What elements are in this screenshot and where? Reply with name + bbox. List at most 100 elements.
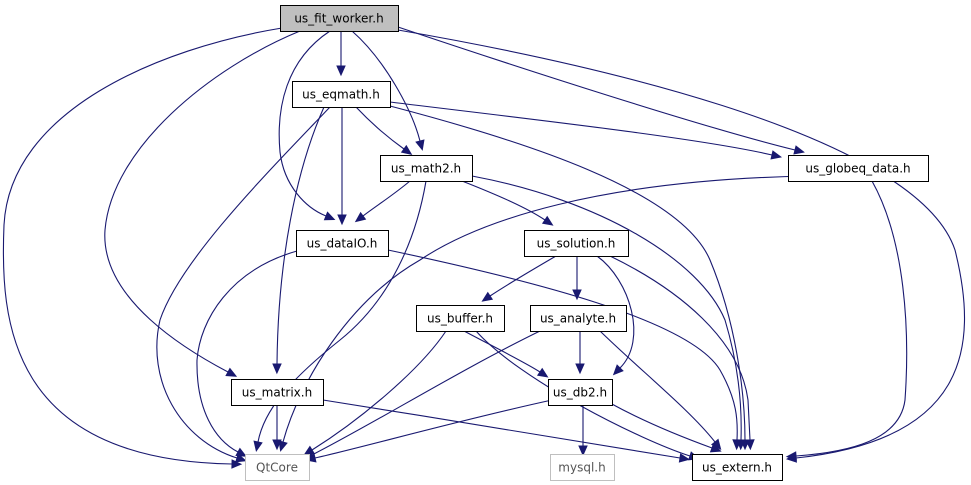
edge-us_db2-to-us_extern	[609, 402, 722, 453]
node-box	[524, 230, 629, 257]
arrowhead	[400, 144, 413, 156]
edge-line	[257, 180, 427, 443]
edge-us_analyte-to-us_db2	[575, 331, 585, 375]
edge-us_eqmath-to-us_matrix	[272, 106, 325, 375]
node-label: us_math2.h	[391, 162, 461, 176]
arrowhead	[253, 440, 263, 453]
node-us-math2[interactable]: us_math2.h	[380, 155, 473, 182]
edge-line	[609, 255, 751, 441]
node-box	[788, 155, 929, 182]
edge-us_fit_worker-to-us_globeq_data	[397, 26, 805, 155]
edge-line	[489, 255, 557, 297]
edge-us_matrix-to-QtCore	[272, 405, 282, 451]
node-us-db2[interactable]: us_db2.h	[548, 379, 613, 406]
node-label: us_dataIO.h	[307, 237, 378, 251]
edge-line	[389, 101, 773, 156]
edge-line	[795, 180, 908, 457]
node-box	[296, 230, 389, 257]
node-us-eqmath[interactable]: us_eqmath.h	[292, 81, 391, 108]
node-us-fit-worker[interactable]: us_fit_worker.h	[280, 5, 399, 32]
edge-line	[104, 30, 301, 373]
arrowhead	[415, 139, 425, 151]
edge-us_fit_worker-to-us_eqmath	[336, 31, 346, 77]
edge-line	[196, 250, 298, 453]
node-box	[692, 454, 783, 481]
node-label: us_extern.h	[702, 461, 772, 475]
arrowhead	[578, 445, 588, 457]
arrowhead	[225, 367, 238, 377]
node-us-globeq-data[interactable]: us_globeq_data.h	[788, 155, 929, 182]
arrowhead	[678, 453, 691, 463]
edge-line	[609, 402, 713, 449]
node-us-matrix[interactable]: us_matrix.h	[231, 379, 324, 406]
edge-line	[322, 399, 681, 459]
arrowhead	[272, 439, 282, 451]
edge-line	[311, 330, 447, 451]
edge-line	[314, 399, 553, 459]
edge-line	[461, 180, 546, 221]
node-box	[380, 155, 473, 182]
arrowhead	[732, 439, 742, 451]
edge-us_fit_worker-to-us_dataIO	[278, 30, 336, 221]
node-label: us_matrix.h	[242, 386, 312, 400]
arrowhead	[575, 363, 585, 375]
node-box	[416, 305, 505, 332]
edge-us_math2-to-QtCore	[253, 180, 427, 453]
node-label: us_db2.h	[553, 386, 607, 400]
edge-us_fit_worker-to-us_extern	[397, 29, 966, 463]
edge-us_globeq_data-to-QtCore	[278, 175, 809, 452]
edge-us_eqmath-to-us_math2	[355, 106, 413, 156]
node-us-solution[interactable]: us_solution.h	[524, 230, 629, 257]
arrowhead	[272, 363, 282, 375]
node-label: us_solution.h	[537, 237, 616, 251]
node-us-extern[interactable]: us_extern.h	[692, 454, 783, 481]
arrowhead	[336, 65, 346, 77]
arrowhead	[278, 440, 288, 452]
arrowhead	[709, 443, 722, 453]
arrowhead	[323, 211, 336, 221]
node-us-dataIO[interactable]: us_dataIO.h	[296, 230, 389, 257]
edge-us_analyte-to-us_extern	[599, 330, 722, 451]
arrowhead	[354, 211, 367, 223]
edge-line	[276, 106, 325, 365]
edges-layer	[2, 26, 966, 469]
arrowhead	[536, 367, 549, 378]
node-box	[292, 81, 391, 108]
edge-us_eqmath-to-us_dataIO	[337, 107, 347, 226]
edge-line	[471, 175, 742, 441]
edge-line	[397, 29, 966, 459]
node-box	[530, 305, 627, 332]
edge-us_math2-to-us_dataIO	[354, 180, 411, 223]
node-label: us_buffer.h	[427, 312, 493, 326]
edge-us_db2-to-mysql	[578, 405, 588, 457]
edge-us_dataIO-to-QtCore	[196, 250, 298, 457]
edge-line	[463, 330, 541, 373]
node-box	[548, 379, 613, 406]
edge-line	[397, 26, 796, 151]
edge-line	[278, 30, 331, 217]
edge-us_fit_worker-to-us_matrix	[104, 30, 301, 377]
node-QtCore[interactable]: QtCore	[245, 454, 310, 481]
edge-us_solution-to-us_analyte	[572, 256, 582, 301]
node-us-analyte[interactable]: us_analyte.h	[530, 305, 627, 332]
node-label: QtCore	[256, 461, 298, 475]
edge-us_fit_worker-to-us_math2	[351, 30, 425, 151]
node-label: us_fit_worker.h	[294, 12, 383, 26]
node-label: us_eqmath.h	[302, 88, 380, 102]
edge-line	[282, 175, 809, 443]
edge-us_math2-to-us_solution	[461, 180, 554, 226]
node-label: mysql.h	[558, 461, 605, 475]
node-box	[245, 454, 310, 481]
node-box	[231, 379, 324, 406]
edge-us_solution-to-us_buffer	[481, 255, 557, 302]
edge-line	[355, 106, 405, 150]
edge-us_buffer-to-us_db2	[463, 330, 549, 378]
node-us-buffer[interactable]: us_buffer.h	[416, 305, 505, 332]
edge-line	[599, 330, 716, 443]
arrowhead	[572, 289, 582, 301]
node-label: us_globeq_data.h	[805, 162, 910, 176]
node-mysql[interactable]: mysql.h	[550, 454, 615, 481]
node-box	[280, 5, 399, 32]
edge-line	[311, 330, 541, 456]
